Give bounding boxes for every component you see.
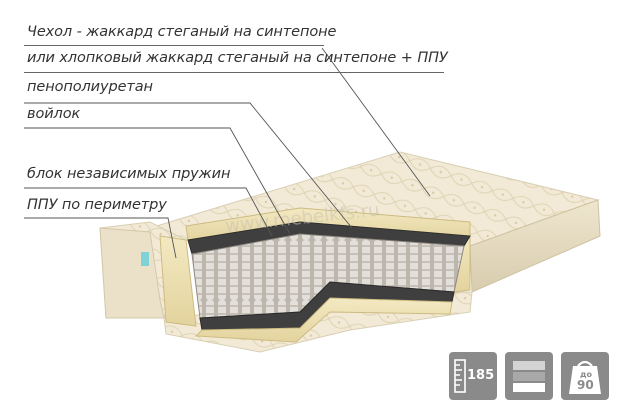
label-felt: войлок (27, 106, 81, 122)
label-springs: блок независимых пружин (27, 166, 231, 182)
underline-cover-2 (24, 72, 444, 73)
underline-cover (24, 45, 324, 46)
weight-badge: до 90 (561, 352, 609, 400)
weight-value: 90 (577, 378, 594, 392)
weight-icon (569, 360, 601, 394)
leader-lines (24, 47, 431, 259)
layers-icon (513, 361, 545, 392)
perimeter-foam (159, 235, 197, 327)
height-badge: 185 (449, 352, 497, 400)
weight-prefix: до (580, 370, 592, 379)
label-cover-1: Чехол - жаккард стеганый на синтепоне (27, 24, 337, 40)
layers-badge (505, 352, 553, 400)
height-value: 185 (467, 368, 495, 383)
label-foam: пенополиуретан (27, 79, 153, 95)
ruler-icon (454, 359, 466, 393)
mattress-tag (141, 252, 149, 266)
label-cover-2: или хлопковый жаккард стеганый на синтеп… (27, 50, 448, 66)
label-perimeter: ППУ по периметру (27, 197, 167, 213)
mattress-right-side (469, 199, 601, 293)
